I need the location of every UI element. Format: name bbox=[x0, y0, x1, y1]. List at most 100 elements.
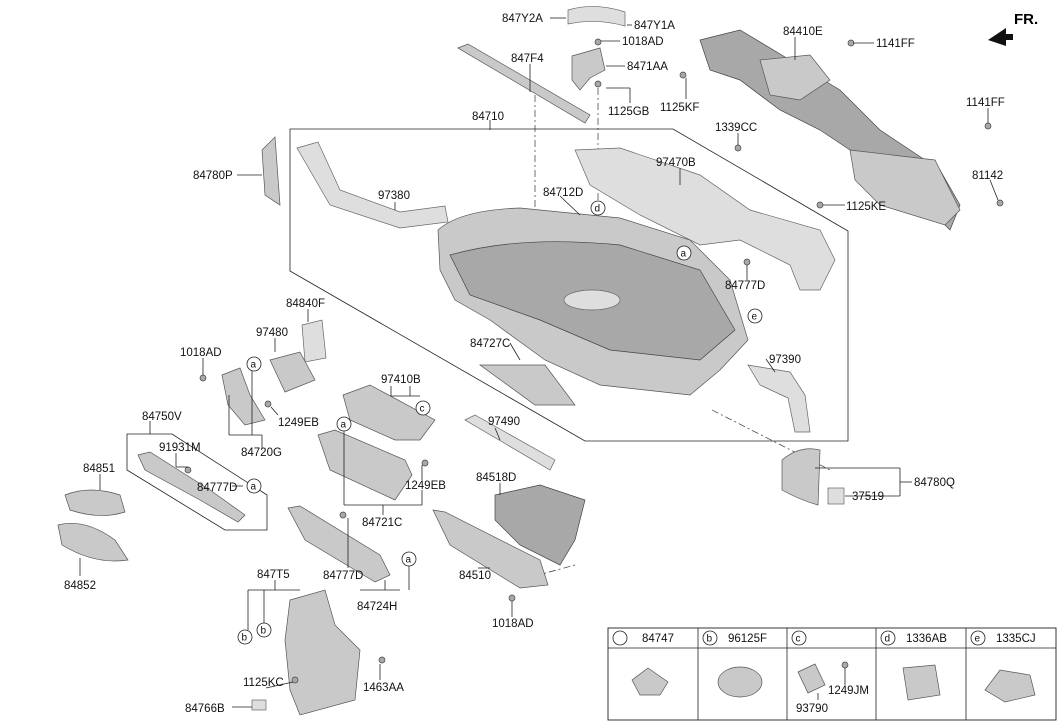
part-label: 1141FF bbox=[876, 38, 915, 50]
part-label: 1249EB bbox=[405, 480, 446, 492]
part-shape-847F4 bbox=[457, 43, 591, 124]
part-shape-97380 bbox=[296, 141, 449, 229]
part-shape-84780Q bbox=[781, 448, 821, 506]
part-label: 84727C bbox=[470, 338, 510, 350]
part-shape-84727C bbox=[478, 364, 576, 406]
part-label: 84710 bbox=[472, 111, 504, 123]
direction-arrow-icon bbox=[988, 28, 1013, 46]
part-label: 84724H bbox=[357, 601, 397, 613]
legend-part-shape bbox=[984, 669, 1036, 703]
part-shape-847T5 bbox=[284, 589, 361, 716]
fastener-84777D bbox=[184, 466, 192, 474]
part-label: 84780P bbox=[193, 170, 233, 182]
legend-cell-a: 84747 bbox=[612, 630, 674, 696]
callout-d: d bbox=[590, 200, 606, 216]
part-label: 1125KC bbox=[243, 677, 284, 689]
part-shape-84720G bbox=[221, 367, 266, 426]
part-shape-84710-opening bbox=[563, 289, 621, 311]
legend-part: 96125F bbox=[728, 633, 767, 645]
svg-text:a: a bbox=[251, 482, 257, 493]
part-label: 84766B bbox=[185, 703, 225, 715]
svg-text:b: b bbox=[261, 626, 267, 637]
legend-part-shape bbox=[797, 663, 826, 694]
fastener-1018AD bbox=[594, 38, 602, 46]
part-label: 97410B bbox=[381, 374, 421, 386]
part-shape-84410E-frame bbox=[849, 149, 961, 226]
part-label: 84410E bbox=[783, 26, 823, 38]
part-label: 81142 bbox=[972, 170, 1003, 182]
svg-text:c: c bbox=[420, 404, 425, 415]
front-direction-indicator: FR. bbox=[988, 11, 1038, 46]
part-label: 1339CC bbox=[715, 122, 757, 134]
callout-e: e bbox=[747, 308, 763, 324]
part-label: 91931M bbox=[159, 442, 201, 454]
part-shape-84724H bbox=[287, 505, 391, 583]
part-label: 84720G bbox=[241, 447, 282, 459]
part-label: 84777D bbox=[323, 570, 363, 582]
part-label: 97480 bbox=[256, 327, 288, 339]
callout-c: c bbox=[415, 400, 431, 416]
callout-b: b bbox=[237, 629, 253, 645]
part-label: 84851 bbox=[83, 463, 115, 475]
svg-text:d: d bbox=[885, 634, 891, 645]
legend-part-shape bbox=[902, 664, 941, 701]
fastener-1249EB bbox=[421, 459, 429, 467]
part-label: 1018AD bbox=[180, 347, 222, 359]
crash-pad-group-outline bbox=[289, 128, 849, 442]
svg-text:e: e bbox=[975, 634, 981, 645]
part-shape-97480 bbox=[269, 351, 316, 393]
fastener-81142 bbox=[996, 199, 1004, 207]
fastener-1339CC bbox=[734, 144, 742, 152]
leader-lines bbox=[79, 17, 999, 708]
part-label: 84852 bbox=[64, 580, 96, 592]
part-label: 1018AD bbox=[622, 36, 664, 48]
part-label: 1125KE bbox=[846, 201, 886, 213]
svg-text:b: b bbox=[707, 634, 713, 645]
fastener-1125GB bbox=[594, 80, 602, 88]
part-label: 84840F bbox=[286, 298, 325, 310]
fastener-1141FF bbox=[984, 122, 992, 130]
part-label: 97390 bbox=[769, 354, 801, 366]
svg-text:c: c bbox=[796, 634, 801, 645]
fastener-1018AD bbox=[199, 374, 207, 382]
part-shape-847Y2A bbox=[567, 6, 626, 27]
part-label: 847Y2A bbox=[502, 13, 543, 25]
callout-a: a bbox=[246, 478, 262, 494]
part-label: 847T5 bbox=[257, 569, 290, 581]
fastener-1125KC bbox=[291, 676, 299, 684]
legend-cell-b: b 96125F bbox=[702, 630, 767, 698]
legend-table: 84747 b 96125F c 1249JM 93790 d 1336AB bbox=[607, 627, 1057, 721]
direction-label: FR. bbox=[1014, 11, 1038, 28]
part-shape-97390 bbox=[747, 364, 811, 433]
fastener-84777D bbox=[339, 511, 347, 519]
svg-text:a: a bbox=[406, 555, 412, 566]
part-label: 1018AD bbox=[492, 618, 534, 630]
part-shape-8471AA bbox=[571, 47, 606, 91]
legend-sub-part: 1249JM bbox=[828, 685, 869, 697]
part-label: 84510 bbox=[459, 570, 491, 582]
fastener-1125KF bbox=[679, 71, 687, 79]
part-shape-97490 bbox=[464, 414, 556, 471]
legend-fastener bbox=[841, 661, 849, 669]
part-label: 84780Q bbox=[914, 477, 955, 489]
svg-text:b: b bbox=[242, 633, 248, 644]
legend-frame bbox=[607, 627, 1057, 721]
84750v-group-outline bbox=[126, 433, 268, 531]
legend-cell-e: e 1335CJ bbox=[970, 630, 1036, 703]
legend-part: 1335CJ bbox=[996, 633, 1036, 645]
legend-cell-d: d 1336AB bbox=[880, 630, 947, 701]
svg-text:d: d bbox=[595, 204, 601, 215]
part-shape-84766B bbox=[251, 699, 267, 711]
part-shape-84518D bbox=[494, 484, 586, 566]
part-label: 97470B bbox=[656, 157, 696, 169]
legend-sub-part: 93790 bbox=[796, 703, 828, 715]
part-label: 84518D bbox=[476, 472, 516, 484]
part-label: 84712D bbox=[543, 187, 583, 199]
part-label: 84777D bbox=[725, 280, 765, 292]
part-label: 84777D bbox=[197, 482, 237, 494]
fastener-1249EB bbox=[264, 400, 272, 408]
fastener-84777D bbox=[743, 258, 751, 266]
part-shape-97470B bbox=[574, 147, 836, 291]
part-label: 1125GB bbox=[608, 106, 650, 118]
